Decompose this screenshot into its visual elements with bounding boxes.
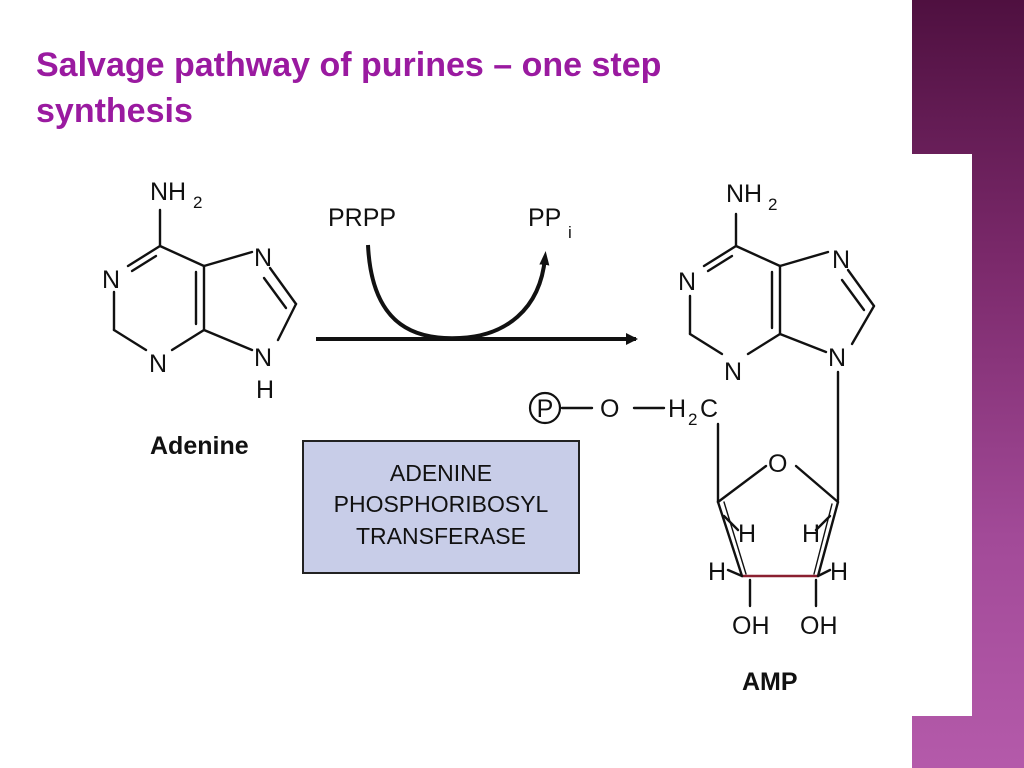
bond-c8-n9 (276, 302, 298, 342)
ribose-h-c3: H (708, 558, 726, 586)
bond-n3-c4 (170, 328, 206, 352)
ribose-bond-c4-c3-bold (723, 501, 747, 575)
bond-n7-c8 (268, 266, 298, 306)
ribose-ring-oxygen: O (768, 450, 787, 478)
amp-n3: N (724, 358, 742, 386)
slide-title: Salvage pathway of purines – one step sy… (36, 42, 896, 134)
amp-ch2-c: C (700, 395, 718, 423)
amp-nh2-sub: 2 (768, 195, 777, 214)
amp-bond-n7-c8 (846, 268, 876, 308)
amp-link-oxygen: O (600, 395, 619, 423)
ribose-bond-c4-h (722, 514, 740, 532)
side-white-inset (912, 154, 972, 716)
amp-label: AMP (742, 668, 798, 696)
amp-bond-c5-c6 (734, 244, 782, 268)
ribose-bond-c4-o (716, 464, 768, 504)
bond-c5-c6 (158, 244, 206, 268)
ribose-bond-c1-c2 (816, 500, 840, 578)
ribose-h-c2: H (830, 558, 848, 586)
bond-c2-n3 (112, 328, 148, 352)
amp-ch2-h: H (668, 395, 686, 423)
amp-nh2: NH (726, 180, 762, 208)
enzyme-line-1: ADENINE (390, 460, 492, 486)
ribose-oh-c3: OH (732, 612, 770, 640)
adenine-h9: H (256, 376, 274, 404)
amp-bond-n3-c4 (746, 332, 782, 356)
salvage-reaction-diagram: NH 2 N N N N H Adenine PRPP PP i ADENINE… (102, 178, 876, 696)
ribose-bond-c2-h (816, 568, 832, 578)
ribose-bond-c4-c3 (716, 500, 744, 578)
enzyme-box: ADENINE PHOSPHORIBOSYL TRANSFERASE (302, 440, 580, 574)
amp-structure: NH 2 N N N N P O H 2 C O (528, 180, 876, 696)
adenine-n3: N (149, 350, 167, 378)
ribose-h-c4: H (738, 520, 756, 548)
ribose-h-c1: H (802, 520, 820, 548)
adenine-nh2-sub: 2 (193, 193, 202, 212)
amp-bond-n7-c8-double (840, 278, 866, 312)
enzyme-line-2: PHOSPHORIBOSYL (334, 491, 549, 517)
amp-bond-n9-c4 (778, 332, 828, 354)
amp-bond-c2-n3 (688, 332, 724, 356)
bond-c5-n7 (202, 250, 254, 268)
adenine-n9: N (254, 344, 272, 372)
amp-n1: N (678, 268, 696, 296)
slide-title-line-2: synthesis (36, 92, 193, 130)
ribose-bond-c1-h (814, 514, 832, 532)
bond-c6-n1 (126, 244, 162, 268)
reaction-arrow: PRPP PP i (316, 204, 638, 345)
cofactor-prpp: PRPP (328, 204, 396, 232)
adenine-n7: N (254, 244, 272, 272)
adenine-structure: NH 2 N N N N H Adenine (102, 178, 298, 460)
amp-ch2-sub: 2 (688, 410, 697, 429)
ribose-bond-o-c1 (794, 464, 840, 504)
adenine-label: Adenine (150, 432, 249, 460)
amp-bond-c5-n7 (778, 250, 830, 268)
phosphate-circle (528, 391, 562, 425)
bond-n9-c4 (202, 328, 254, 352)
amp-n9: N (828, 344, 846, 372)
amp-phosphate: P (537, 395, 554, 423)
adenine-n1: N (102, 266, 120, 294)
amp-bond-c8-n9 (850, 304, 876, 346)
ribose-oh-c2: OH (800, 612, 838, 640)
ribose-bond-c3-h (726, 568, 744, 578)
amp-n7: N (832, 246, 850, 274)
cofactor-ppi-sub: i (568, 223, 572, 242)
enzyme-box-frame (302, 440, 580, 574)
bond-c6-n1-double (130, 254, 158, 273)
slide-title-line-1: Salvage pathway of purines – one step (36, 46, 662, 84)
cofactor-ppi: PP (528, 204, 561, 232)
amp-bond-c6-n1 (702, 244, 738, 268)
enzyme-line-3: TRANSFERASE (356, 523, 526, 549)
amp-bond-c6-n1-double (706, 254, 734, 273)
adenine-nh2: NH (150, 178, 186, 206)
bond-n7-c8-double (262, 276, 288, 310)
cofactor-curve-arrow (366, 244, 550, 341)
